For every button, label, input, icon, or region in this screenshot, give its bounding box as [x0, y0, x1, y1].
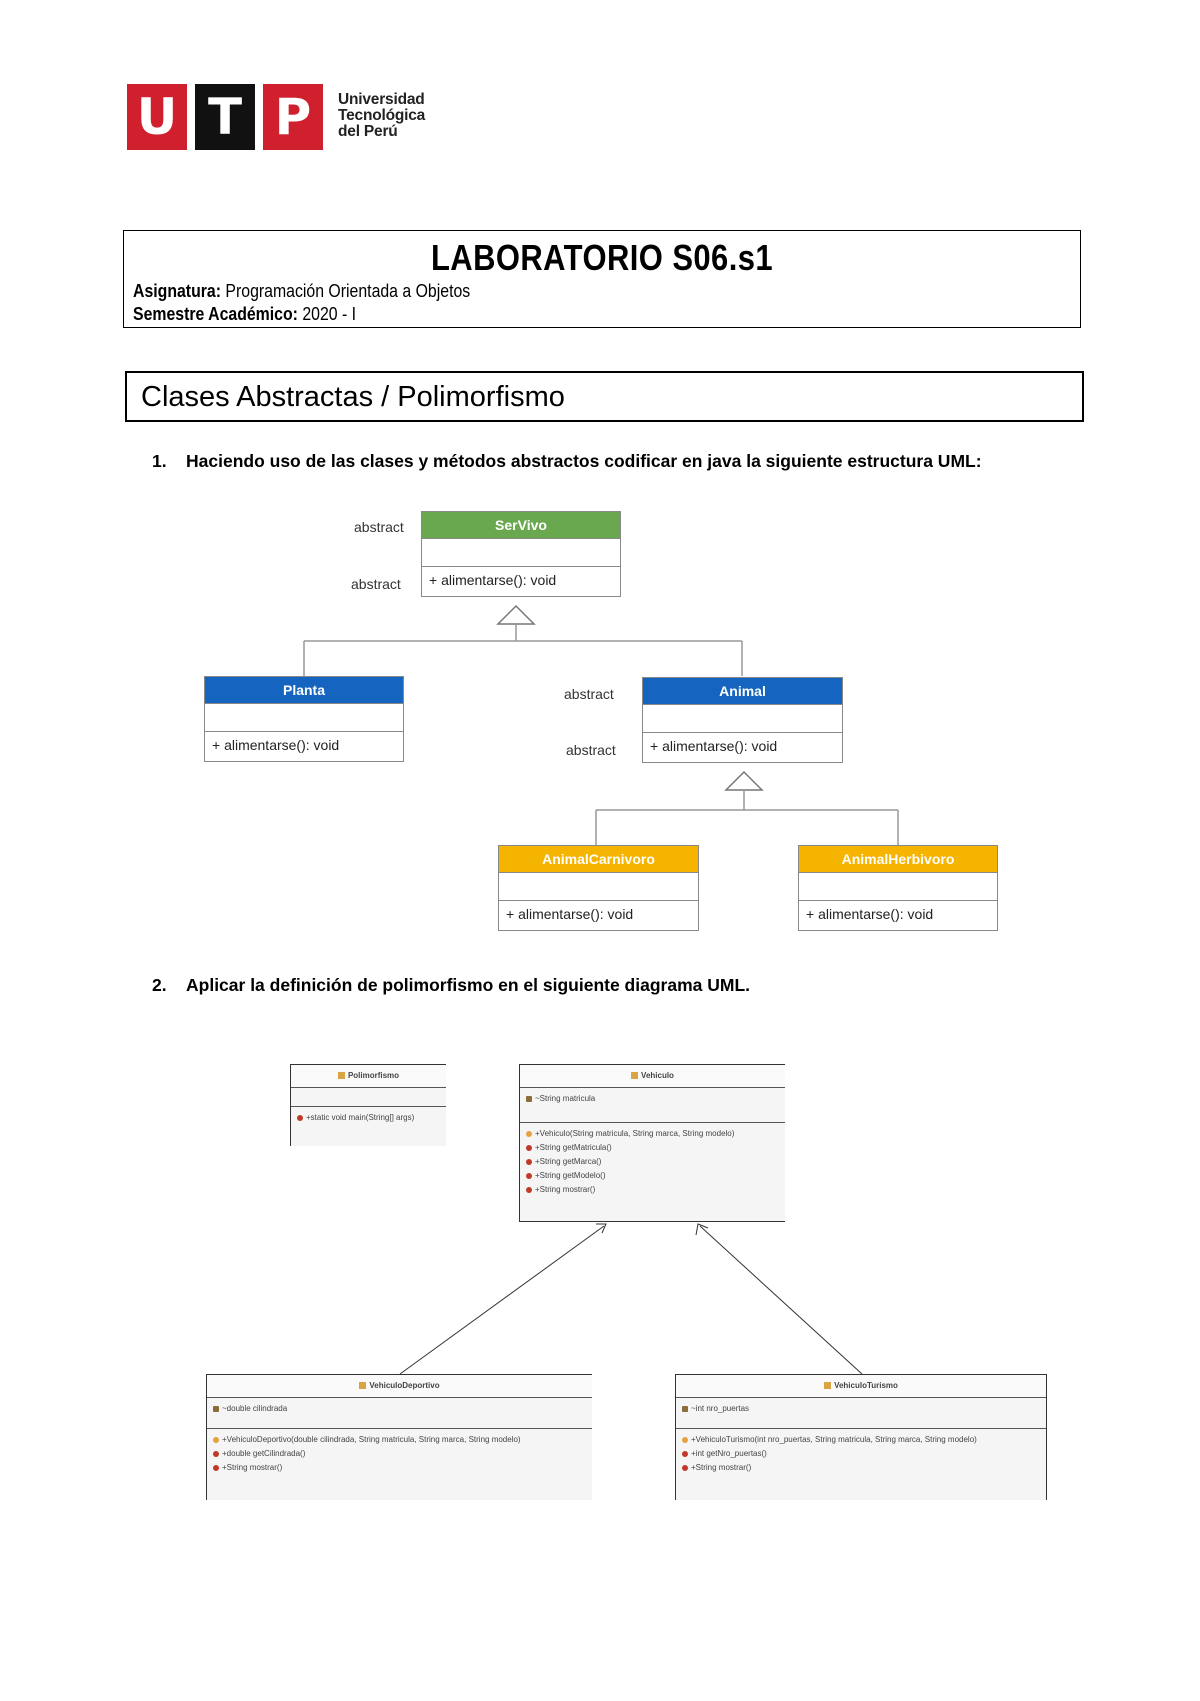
constructor-icon: [213, 1436, 219, 1443]
question-text: Haciendo uso de las clases y métodos abs…: [186, 451, 982, 471]
subject-label: Asignatura:: [133, 281, 222, 301]
method-icon: [526, 1158, 532, 1165]
method-icon: [526, 1172, 532, 1179]
class-operation: + alimentarse(): void: [806, 906, 934, 922]
operation-row: +Vehiculo(String matricula, String marca…: [526, 1127, 779, 1141]
logo-university-name: Universidad Tecnológica del Perú: [338, 91, 426, 140]
lab-title: LABORATORIO S06.s1: [430, 237, 774, 278]
operation-row: +String getMatricula(): [526, 1141, 779, 1155]
operation-row: +int getNro_puertas(): [682, 1447, 1040, 1461]
class-name: VehiculoDeportivo: [207, 1375, 592, 1398]
class-operations: +Vehiculo(String matricula, String marca…: [520, 1123, 785, 1201]
inheritance-arrow: [596, 1223, 607, 1234]
class-operation: + alimentarse(): void: [650, 738, 778, 754]
logo-letter-t: T: [195, 84, 255, 150]
operation-row: +String mostrar(): [682, 1461, 1040, 1475]
uml-class-polimorfismo: Polimorfismo +static void main(String[] …: [290, 1064, 446, 1146]
inheritance-arrow: [695, 1223, 709, 1236]
logo-letter-p: P: [263, 84, 323, 150]
class-name: SerVivo: [422, 512, 620, 539]
semester-value: 2020 - I: [302, 304, 357, 324]
operation-row: +double getCilindrada(): [213, 1447, 586, 1461]
method-icon: [526, 1144, 532, 1151]
class-attributes: [799, 873, 997, 901]
attribute-row: ~String matricula: [526, 1092, 779, 1106]
class-name: Vehiculo: [520, 1065, 785, 1088]
stereotype-label: abstract: [564, 686, 614, 702]
operation-row: +String mostrar(): [213, 1461, 586, 1475]
method-icon: [526, 1186, 532, 1193]
question-number: 2.: [152, 975, 167, 995]
method-icon: [213, 1450, 219, 1457]
constructor-icon: [526, 1130, 532, 1137]
method-icon: [682, 1450, 688, 1457]
section-title-box: Clases Abstractas / Polimorfismo: [125, 371, 1084, 422]
class-name: AnimalCarnivoro: [499, 846, 698, 873]
field-icon: [526, 1095, 532, 1102]
section-title: Clases Abstractas / Polimorfismo: [141, 381, 565, 413]
attribute-row: ~double cilindrada: [213, 1402, 586, 1416]
question-number: 1.: [152, 451, 167, 471]
uml-class-animal-carnivoro: AnimalCarnivoro + alimentarse(): void: [498, 845, 699, 931]
stereotype-label: abstract: [566, 742, 616, 758]
uml-class-vehiculo-turismo: VehiculoTurismo ~int nro_puertas +Vehicu…: [675, 1374, 1047, 1500]
class-icon: [631, 1072, 639, 1080]
uml-class-vehiculo: Vehiculo ~String matricula +Vehiculo(Str…: [519, 1064, 785, 1222]
class-operation: + alimentarse(): void: [212, 737, 340, 753]
uml-class-animal-herbivoro: AnimalHerbivoro + alimentarse(): void: [798, 845, 998, 931]
diagram1-connectors: [303, 604, 899, 845]
question-text: Aplicar la definición de polimorfismo en…: [186, 975, 750, 995]
operation-row: +VehiculoDeportivo(double cilindrada, St…: [213, 1433, 586, 1447]
class-icon: [359, 1382, 367, 1390]
method-icon: [682, 1464, 688, 1471]
semester-line: Semestre Académico: 2020 - I: [133, 304, 356, 325]
method-icon: [213, 1464, 219, 1471]
class-attributes: [499, 873, 698, 901]
uml-class-animal: Animal + alimentarse(): void: [642, 677, 843, 763]
lab-header-box: LABORATORIO S06.s1 Asignatura: Programac…: [123, 230, 1081, 328]
class-operations: +VehiculoTurismo(int nro_puertas, String…: [676, 1429, 1046, 1479]
question-1: 1. Haciendo uso de las clases y métodos a…: [152, 451, 982, 472]
logo-letter-u: U: [127, 84, 187, 150]
class-attributes: ~int nro_puertas: [676, 1398, 1046, 1429]
class-attributes: [643, 705, 842, 733]
class-attributes: ~String matricula: [520, 1088, 785, 1123]
stereotype-label: abstract: [354, 519, 404, 535]
class-operations: +static void main(String[] args): [291, 1107, 446, 1129]
class-name: Polimorfismo: [291, 1065, 446, 1088]
class-operation: + alimentarse(): void: [506, 906, 634, 922]
field-icon: [213, 1405, 219, 1412]
constructor-icon: [682, 1436, 688, 1443]
class-name: AnimalHerbivoro: [799, 846, 997, 873]
class-name: VehiculoTurismo: [676, 1375, 1046, 1398]
semester-label: Semestre Académico:: [133, 304, 298, 324]
operation-row: +VehiculoTurismo(int nro_puertas, String…: [682, 1433, 1040, 1447]
operation-row: +String getMarca(): [526, 1155, 779, 1169]
uml-class-servivo: SerVivo + alimentarse(): void: [421, 511, 621, 597]
field-icon: [682, 1405, 688, 1412]
class-attributes: [422, 539, 620, 567]
subject-value: Programación Orientada a Objetos: [225, 281, 471, 301]
class-attributes: ~double cilindrada: [207, 1398, 592, 1429]
class-icon: [337, 1072, 345, 1080]
uml-class-planta: Planta + alimentarse(): void: [204, 676, 404, 762]
uml-class-vehiculo-deportivo: VehiculoDeportivo ~double cilindrada +Ve…: [206, 1374, 592, 1500]
class-operations: +VehiculoDeportivo(double cilindrada, St…: [207, 1429, 592, 1479]
class-operation: + alimentarse(): void: [429, 572, 557, 588]
operation-row: +String getModelo(): [526, 1169, 779, 1183]
class-attributes: [205, 704, 403, 732]
class-name: Animal: [643, 678, 842, 705]
attribute-row: ~int nro_puertas: [682, 1402, 1040, 1416]
class-attributes: [291, 1088, 446, 1107]
subject-line: Asignatura: Programación Orientada a Obj…: [133, 281, 470, 302]
class-name: Planta: [205, 677, 403, 704]
operation-row: +String mostrar(): [526, 1183, 779, 1197]
class-icon: [824, 1382, 832, 1390]
stereotype-label: abstract: [351, 576, 401, 592]
operation-row: +static void main(String[] args): [297, 1111, 440, 1125]
question-2: 2. Aplicar la definición de polimorfismo …: [152, 975, 750, 996]
method-icon: [297, 1114, 303, 1121]
